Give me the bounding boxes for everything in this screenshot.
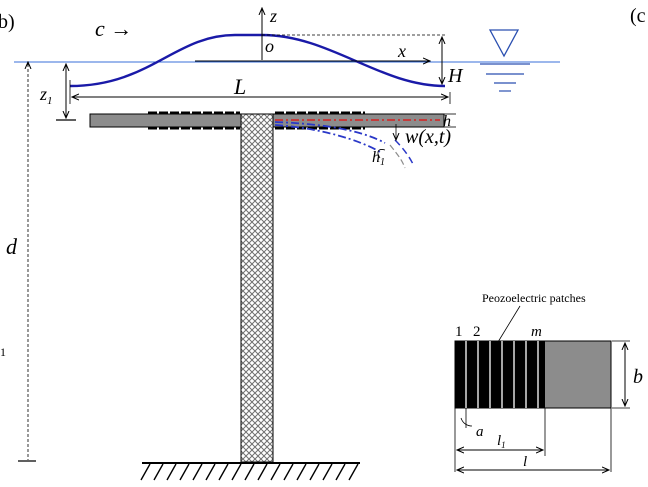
total-length-label: l <box>523 454 527 470</box>
water-level-symbol <box>480 29 530 92</box>
wave-speed-label: c → <box>95 16 132 41</box>
piezo-patches-on-plate <box>148 111 365 130</box>
ground-hatching <box>140 463 359 481</box>
width-label: b <box>633 366 643 388</box>
patch-index-first: 1 <box>455 324 463 340</box>
deflection-label: w(x,t) <box>405 126 451 148</box>
patch-width-label: a <box>476 424 484 440</box>
patch-thickness-label: h1 <box>372 149 385 168</box>
height-label: H <box>447 65 464 87</box>
panel-tag-c: (c <box>630 5 646 27</box>
z-axis-label: z <box>269 6 277 26</box>
submergence-label: z1 <box>39 84 53 107</box>
stray-mark: 1 <box>0 345 6 359</box>
depth-label: d <box>6 234 18 259</box>
patch-title-leader <box>497 305 521 343</box>
thickness-label: h <box>443 113 451 130</box>
patch-detail-title: Peozoelectric patches <box>482 291 586 305</box>
patch-detail-strips <box>455 341 545 408</box>
patch-index-last: m <box>531 324 542 340</box>
support-column <box>240 113 274 463</box>
deflection-blue-upper <box>274 121 386 144</box>
patched-length-label: l1 <box>497 433 506 450</box>
length-label: L <box>233 74 246 99</box>
origin-label: o <box>265 36 274 56</box>
solitary-wave <box>69 33 446 88</box>
x-axis-label: x <box>397 41 406 61</box>
deflection-blue-lower <box>274 124 381 153</box>
patch-index-second: 2 <box>473 324 481 340</box>
panel-tag-b: b) <box>0 11 15 33</box>
